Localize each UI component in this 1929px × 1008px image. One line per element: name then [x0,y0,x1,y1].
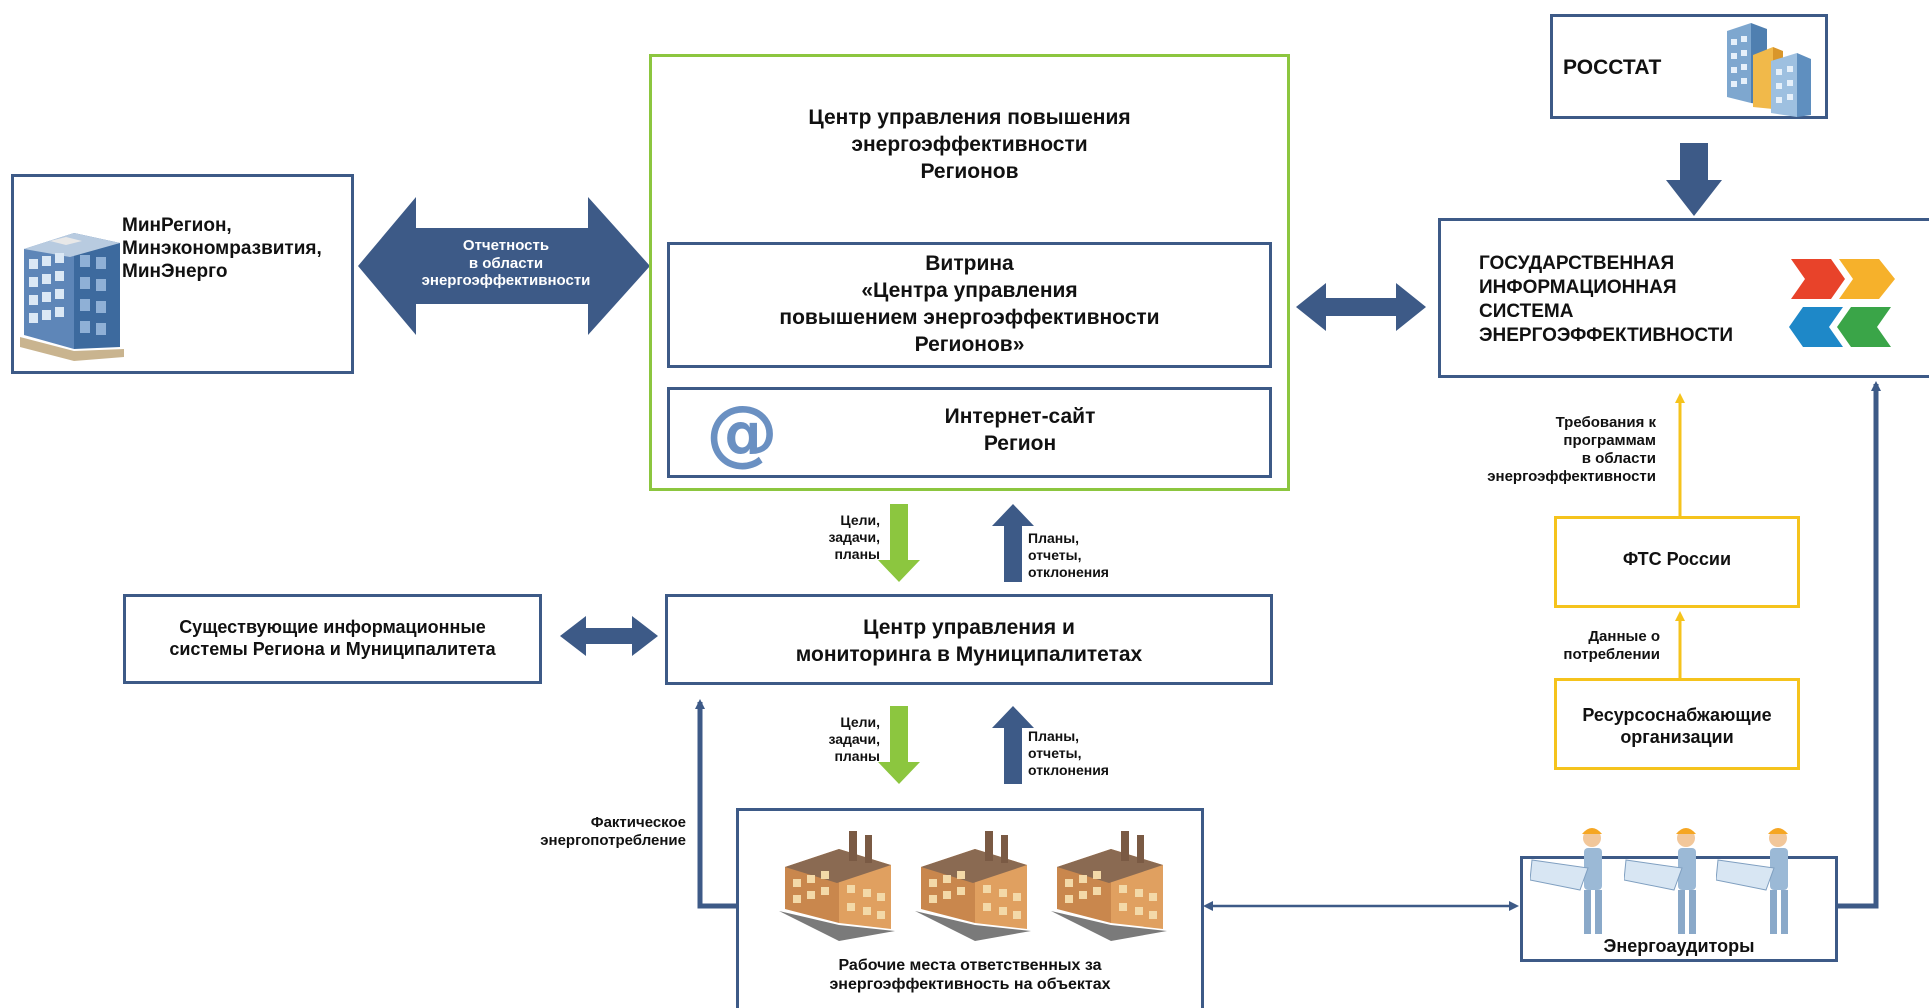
fts-label: ФТС России [1622,549,1732,569]
goals-label-bottom: Цели, задачи, планы [828,714,880,764]
plans-up-arrow-bottom [992,706,1034,784]
factory-icon [1051,831,1167,941]
suppliers-label: Ресурсоснабжающие организации [1582,705,1772,747]
ministries-box: МинРегион, Минэкономразвития, МинЭнерго [11,174,354,374]
showcase-box[interactable]: Витрина «Центра управления повышением эн… [667,242,1272,368]
factory-icon [915,831,1031,941]
gis-box: ГОСУДАРСТВЕННАЯ ИНФОРМАЦИОННАЯ СИСТЕМА Э… [1438,218,1929,378]
suppliers-box: Ресурсоснабжающие организации [1554,678,1800,770]
plans-up-arrow-top [992,504,1034,582]
workplaces-box: Рабочие места ответственных за энергоэфф… [736,808,1204,1008]
rosstat-gis-arrow [1666,143,1722,216]
goals-down-arrow-top [878,504,920,582]
energy-auditor-icon [1624,828,1696,934]
regional-center-box: Центр управления повышения энергоэффекти… [649,54,1290,491]
auditors-label: Энергоаудиторы [1603,936,1755,956]
regional-center-title: Центр управления повышения энергоэффекти… [808,106,1131,183]
goals-down-arrow-bottom [878,706,920,784]
statistics-buildings-icon [1727,23,1811,117]
reporting-arrow-label: Отчетность в области энергоэффективности [421,237,591,290]
rosstat-box: РОССТАТ [1550,14,1828,119]
goals-label-top: Цели, задачи, планы [828,512,880,562]
factory-icon [779,831,895,941]
fts-box: ФТС России [1554,516,1800,608]
municipal-center-label: Центр управления и мониторинга в Муницип… [795,616,1143,666]
reporting-double-arrow [358,197,650,335]
ministries-label: МинРегион, Минэкономразвития, МинЭнерго [122,215,322,282]
energy-auditor-icon [1716,828,1788,934]
gis-logo-icon [1789,259,1895,347]
existing-systems-label: Существующие информационные системы Реги… [169,617,496,659]
rosstat-label: РОССТАТ [1563,56,1662,79]
requirements-label: Требования к программам в области энерго… [1487,414,1656,485]
systems-municipal-double-arrow [560,616,658,656]
energy-auditor-icon [1530,828,1602,934]
workplaces-label: Рабочие места ответственных за энергоэфф… [829,957,1111,994]
showcase-label: Витрина «Центра управления повышением эн… [779,252,1160,356]
auditors-gis-line [1838,381,1881,909]
existing-systems-box: Существующие информационные системы Реги… [123,594,542,684]
actual-consumption-line [695,699,736,909]
center-gis-double-arrow [1296,283,1426,331]
municipal-center-box: Центр управления и мониторинга в Муницип… [665,594,1273,685]
website-box[interactable]: @ Интернет-сайт Регион [667,387,1272,478]
office-building-icon [20,233,124,361]
gis-label: ГОСУДАРСТВЕННАЯ ИНФОРМАЦИОННАЯ СИСТЕМА Э… [1479,253,1734,346]
consumption-data-label: Данные о потреблении [1563,628,1660,663]
plans-label-top: Планы, отчеты, отклонения [1028,530,1109,580]
plans-label-bottom: Планы, отчеты, отклонения [1028,728,1109,778]
website-label: Интернет-сайт Регион [944,405,1096,455]
at-sign-icon: @ [706,390,778,474]
actual-consumption-label: Фактическое энергопотребление [540,814,686,849]
